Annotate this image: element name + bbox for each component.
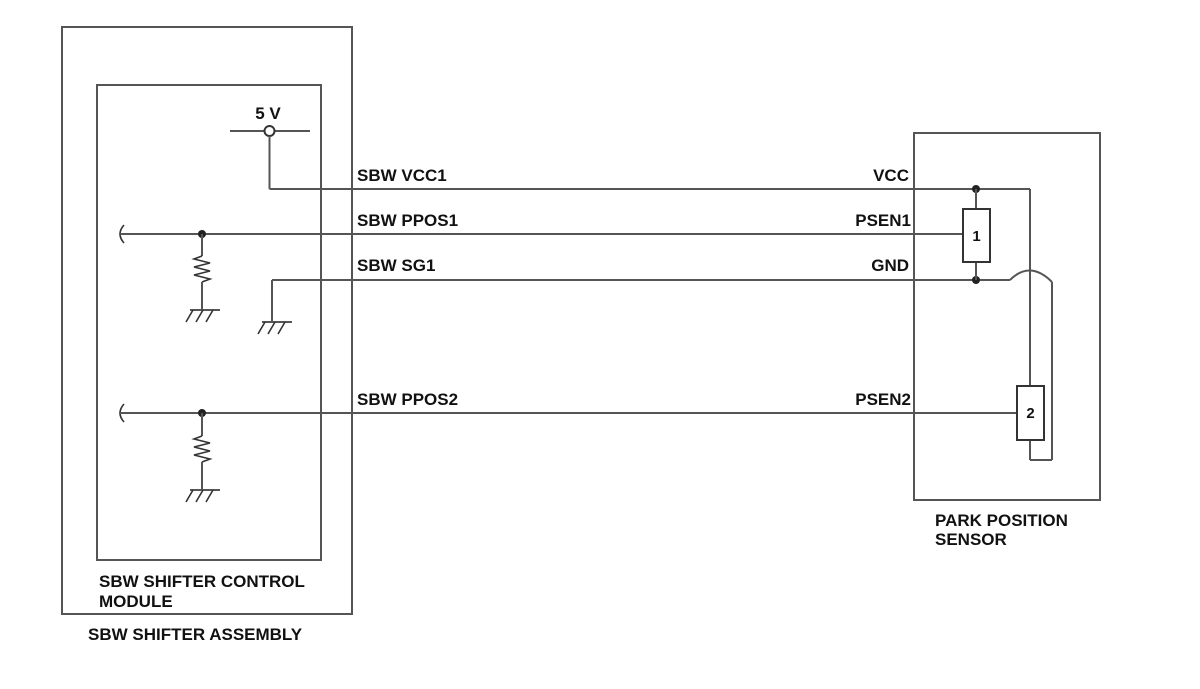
sensor-pin-gnd: GND <box>871 256 909 275</box>
supply-voltage-label: 5 V <box>255 104 281 123</box>
wire-ppos2 <box>119 403 1017 503</box>
sensor-element-2-label: 2 <box>1026 405 1034 422</box>
sensor-label-line2: SENSOR <box>935 530 1007 549</box>
wire-vcc <box>269 185 1031 386</box>
sensor-element-1 <box>962 208 991 263</box>
shifter-assembly-label: SBW SHIFTER ASSEMBLY <box>88 625 303 644</box>
module-pin-vcc1: SBW VCC1 <box>357 166 447 185</box>
wire-ppos1 <box>119 224 963 323</box>
sensor-pin-psen2: PSEN2 <box>855 390 911 409</box>
sensor-pin-psen1: PSEN1 <box>855 211 911 230</box>
park-position-sensor-box <box>913 132 1101 501</box>
sensor-element-1-label: 1 <box>972 228 980 245</box>
sensor-pin-vcc: VCC <box>873 166 909 185</box>
module-pin-ppos1: SBW PPOS1 <box>357 211 458 230</box>
wire-gnd <box>257 262 1053 461</box>
sensor-label-line1: PARK POSITION <box>935 511 1068 530</box>
sensor-element-2 <box>1016 385 1045 441</box>
control-module-label-line2: MODULE <box>99 592 173 611</box>
module-pin-sg1: SBW SG1 <box>357 256 435 275</box>
control-module-label-line1: SBW SHIFTER CONTROL <box>99 572 305 591</box>
shifter-assembly-box <box>61 26 353 615</box>
control-module-box <box>96 84 322 561</box>
supply-5v-symbol <box>230 125 310 189</box>
module-pin-ppos2: SBW PPOS2 <box>357 390 458 409</box>
